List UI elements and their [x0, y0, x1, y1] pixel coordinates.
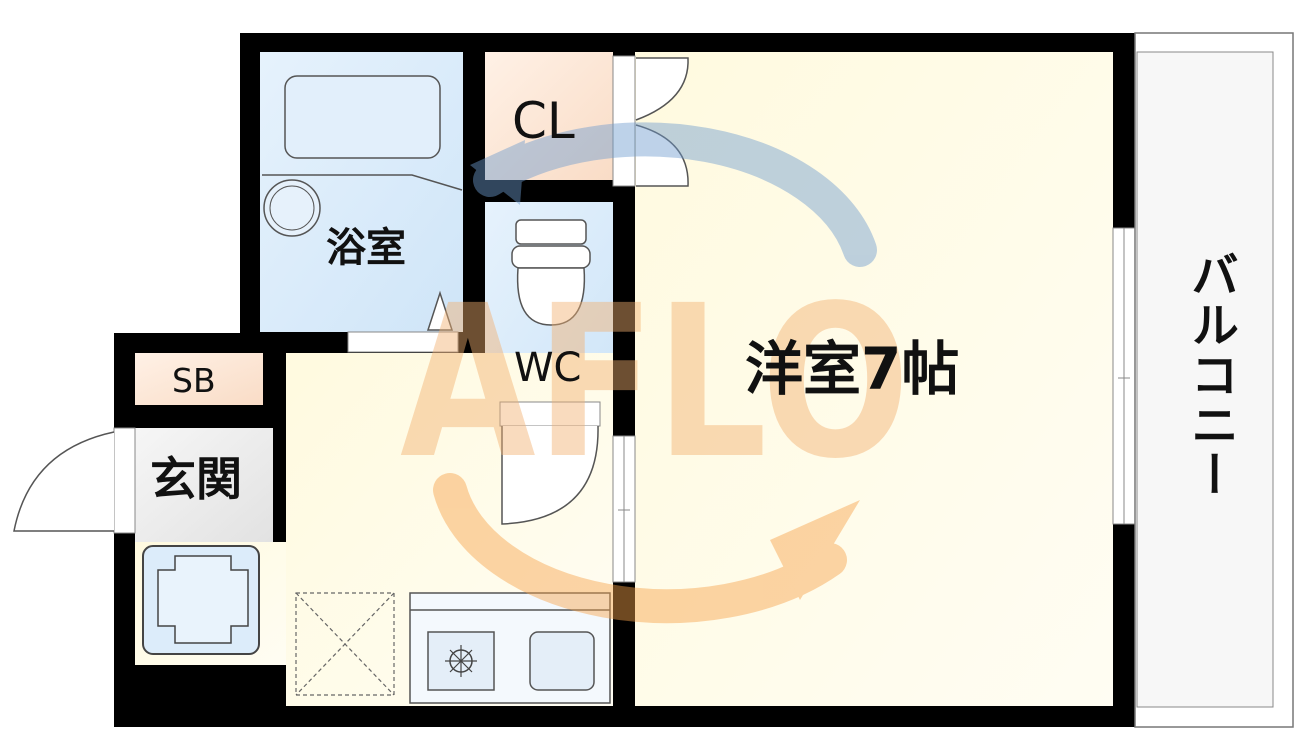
closet-label: CL: [512, 92, 575, 150]
western-room-label: 洋室7帖: [745, 335, 960, 403]
kitchen-sink: [529, 631, 595, 691]
shoe-box-label: SB: [172, 361, 216, 400]
entrance-door-swing: [13, 431, 115, 532]
refrigerator-space: [295, 592, 395, 696]
closet-door-swing: [635, 57, 689, 121]
shoe-box-area: [135, 353, 263, 405]
toilet-bowl: [516, 267, 586, 326]
entrance-area: [135, 428, 273, 542]
entrance-label: 玄関: [150, 452, 242, 506]
bathroom-label: 浴室: [326, 225, 406, 271]
bath-counter: [262, 174, 463, 191]
bathtub: [284, 75, 441, 159]
toilet-door-swing: [501, 425, 599, 525]
watermark-text: AFLO: [400, 260, 910, 505]
toilet-label: WC: [514, 345, 582, 391]
western-room-floor: [635, 52, 1113, 706]
toilet-tank: [515, 219, 587, 245]
toilet-door-gap: [499, 401, 601, 427]
closet-door-gap: [612, 55, 636, 187]
bath-step: [426, 290, 454, 331]
watermark-logo: AFLO: [400, 122, 910, 624]
washbasin: [263, 179, 321, 237]
balcony-label: バルコニー: [1182, 250, 1238, 500]
closet-area: [485, 52, 613, 180]
bath-door-gap: [347, 331, 459, 353]
entrance-door-gap: [113, 427, 136, 534]
